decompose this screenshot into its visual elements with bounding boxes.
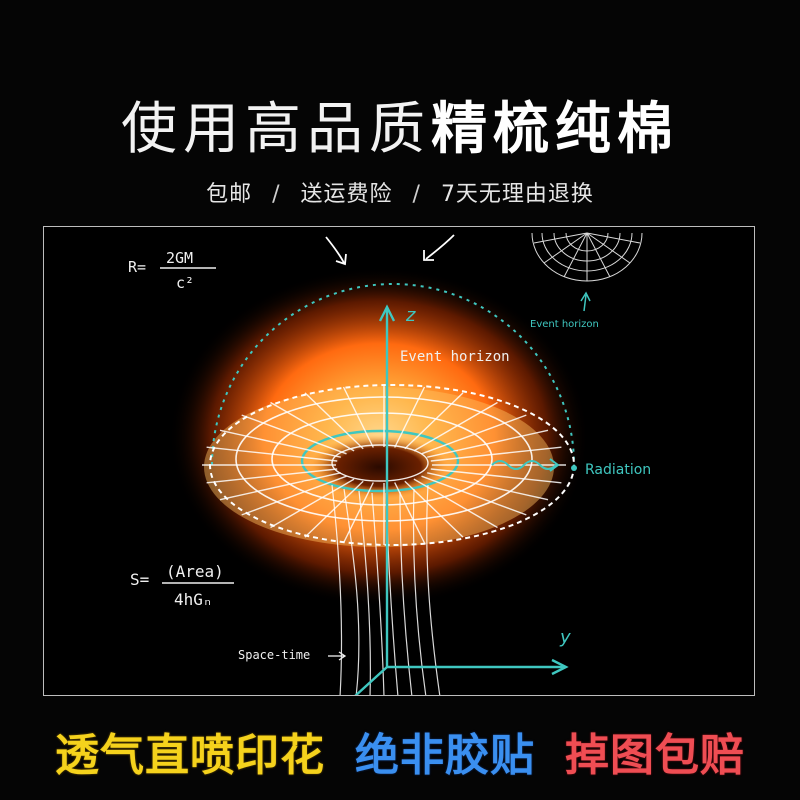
disk-radial-line (430, 446, 562, 462)
disk-radial-line (413, 401, 498, 452)
formula-s-numerator: (Area) (166, 562, 224, 581)
axis-y-label: y (559, 627, 571, 648)
disk-radial-line (342, 482, 374, 544)
disk-radial-line (270, 401, 355, 452)
formula-s-left: S= (130, 570, 149, 589)
disk-radial-line (342, 386, 374, 448)
feature-tags: 透气直喷印花 绝非胶贴 掉图包赔 (0, 716, 800, 786)
subtitle-item-shipping: 包邮 (206, 182, 253, 207)
disk-radial-line (421, 414, 527, 455)
disk-radial-line (219, 472, 341, 501)
formula-r-numerator: 2GM (166, 249, 193, 267)
subtitle-separator: / (412, 182, 421, 207)
disk-radial-line (270, 478, 355, 529)
gravity-arrows (325, 234, 455, 266)
artwork-svg: z y Radiation Event horizon (128, 232, 651, 695)
title-bold: 精梳纯棉 (431, 97, 679, 162)
blackhole-artwork: z y Radiation Event horizon (43, 226, 755, 696)
subtitle-item-insurance: 送运费险 (300, 182, 393, 207)
radiation-dot (571, 465, 577, 471)
page-title: 使用高品质精梳纯棉 (0, 92, 800, 168)
tag-breathable-print: 透气直喷印花 (55, 730, 325, 781)
disk-ring-inner (331, 444, 429, 482)
disk-radial-lines (202, 385, 566, 545)
inset-grid-diagram (531, 232, 643, 282)
disk-radial-line (430, 468, 562, 484)
radiation-label: Radiation (585, 462, 651, 478)
formula-r-left: R= (128, 258, 146, 276)
tag-not-sticker: 绝非胶贴 (355, 730, 535, 781)
subtitle-bar: 包邮 / 送运费险 / 7天无理由退换 (0, 176, 800, 208)
disk-radial-line (219, 429, 341, 458)
spacetime-label: Space-time (238, 648, 310, 662)
disk-radial-line (241, 475, 347, 516)
subtitle-separator: / (272, 182, 281, 207)
disk-radial-line (394, 386, 426, 448)
disk-radial-line (206, 468, 338, 484)
disk-radial-line (304, 392, 364, 450)
disk-radial-line (427, 429, 549, 458)
disk-ring-teal (300, 429, 460, 493)
inset-event-horizon-label: Event horizon (530, 319, 599, 330)
disk-radial-line (241, 414, 347, 455)
event-horizon-label: Event horizon (400, 349, 510, 365)
radiation-wave (491, 460, 557, 470)
title-normal: 使用高品质 (121, 97, 431, 162)
tag-fade-guarantee: 掉图包赔 (565, 730, 745, 781)
disk-radial-line (421, 475, 527, 516)
formula-r-denominator: c² (176, 274, 194, 292)
disk-radial-line (206, 446, 338, 462)
disk-ring-3 (271, 412, 493, 506)
disk-radial-line (427, 472, 549, 501)
axes (354, 304, 569, 695)
formula-s-denominator: 4hGₙ (174, 590, 213, 609)
spacetime-arrow (328, 651, 347, 661)
disk-radial-line (404, 392, 464, 450)
event-horizon-dome (211, 283, 575, 466)
radiation-arrow (549, 458, 560, 472)
inset-arrow (580, 291, 591, 312)
spacetime-funnel (331, 484, 441, 695)
axis-z-label: z (405, 305, 416, 326)
subtitle-item-returns: 7天无理由退换 (440, 182, 594, 207)
